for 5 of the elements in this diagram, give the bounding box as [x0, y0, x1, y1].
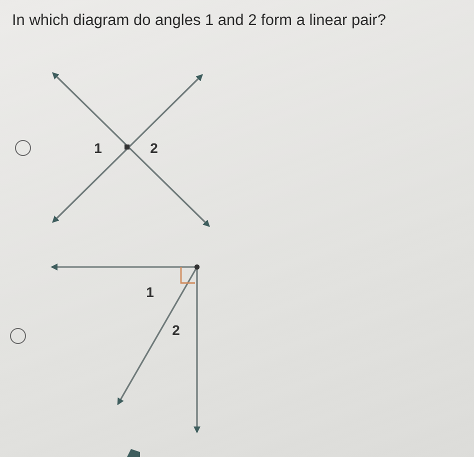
question-text: In which diagram do angles 1 and 2 form a linear pair? [12, 12, 386, 30]
angle-label: 2 [172, 322, 180, 338]
angle-label: 1 [94, 140, 102, 156]
angle-label: 1 [146, 284, 154, 300]
angle-label: 2 [150, 140, 158, 156]
